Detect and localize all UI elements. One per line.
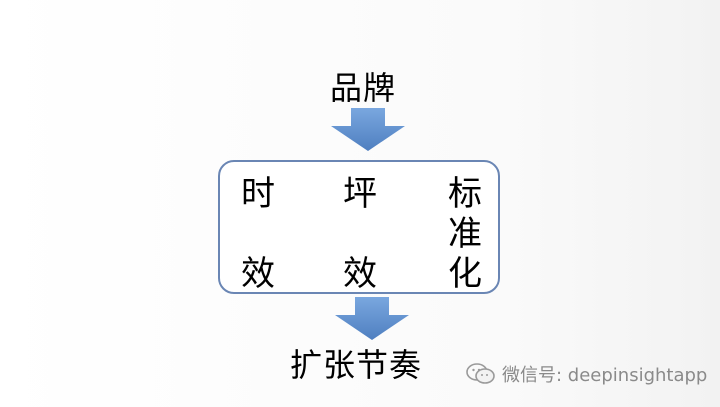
metric-char: 坪 bbox=[343, 174, 377, 214]
watermark-text: 微信号: deepinsightapp bbox=[502, 365, 708, 386]
down-arrow-top bbox=[331, 108, 405, 151]
top-label: 品牌 bbox=[330, 69, 397, 107]
metric-char: 准 bbox=[448, 214, 482, 254]
watermark: 微信号: deepinsightapp bbox=[466, 360, 707, 388]
metric-char: 标 bbox=[448, 174, 482, 214]
down-arrow-bottom bbox=[335, 297, 409, 340]
metric-char: 化 bbox=[448, 254, 482, 294]
bottom-label: 扩张节奏 bbox=[290, 346, 423, 384]
metric-column-standardization: 标 准 化 bbox=[445, 174, 485, 294]
metric-column-floor-efficiency: 坪 效 bbox=[340, 174, 380, 294]
metric-char: 效 bbox=[241, 254, 275, 294]
metric-char: 时 bbox=[241, 174, 275, 214]
metric-char: 效 bbox=[343, 254, 377, 294]
metric-column-time-efficiency: 时 效 bbox=[238, 174, 278, 294]
core-metrics-box: 时 效 坪 效 标 准 化 bbox=[218, 160, 500, 294]
wechat-icon bbox=[466, 363, 495, 384]
